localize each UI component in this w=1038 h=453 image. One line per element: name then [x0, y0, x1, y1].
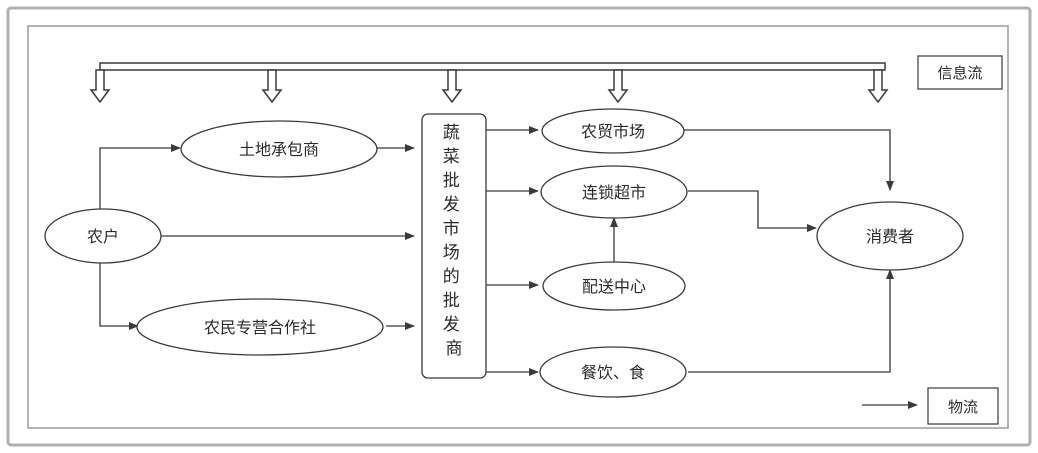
connectors [99, 126, 894, 376]
node-consumer-label: 消费者 [866, 227, 914, 246]
info-flow-bar [89, 62, 889, 104]
node-farmer: 农户 [44, 208, 162, 264]
info-arrow-3 [441, 69, 463, 104]
edge-catering-consumer [688, 269, 894, 373]
node-supermarket-label: 连锁超市 [582, 183, 646, 202]
node-distribution-center-label: 配送中心 [582, 277, 646, 296]
edge-farmer-coop [99, 262, 139, 330]
node-farmer-label: 农户 [87, 227, 119, 246]
edge-super-consumer [688, 190, 817, 232]
edge-farmer-land [99, 144, 181, 210]
node-farmers-market: 农贸市场 [541, 108, 685, 154]
node-wholesaler: 蔬 菜 批 发 市 场 的 批 发 商 [421, 113, 487, 379]
info-arrow-2 [261, 69, 283, 104]
node-land-contractor: 土地承包商 [180, 120, 378, 178]
inner-frame [27, 25, 1009, 429]
legend-logistics-label: 物流 [948, 398, 978, 416]
legend-info-flow-box [917, 55, 1003, 90]
legend-logistics-box [927, 387, 999, 425]
legend-info-flow-label: 信息流 [937, 64, 982, 82]
node-consumer: 消费者 [816, 201, 964, 271]
node-wholesaler-label: 蔬 菜 批 发 市 场 的 批 发 商 [443, 123, 465, 359]
node-catering: 餐饮、食 [539, 346, 687, 398]
edge-market-consumer [684, 129, 894, 191]
node-supermarket: 连锁超市 [540, 165, 688, 219]
node-catering-label: 餐饮、食 [581, 363, 645, 382]
node-cooperative-label: 农民专营合作社 [204, 318, 316, 337]
info-arrow-5 [867, 69, 889, 104]
node-farmers-market-label: 农贸市场 [581, 122, 645, 141]
info-arrow-4 [607, 69, 629, 104]
node-land-contractor-label: 土地承包商 [239, 140, 319, 159]
node-cooperative: 农民专营合作社 [136, 298, 384, 356]
info-arrow-1 [89, 69, 111, 104]
node-distribution-center: 配送中心 [542, 261, 686, 311]
